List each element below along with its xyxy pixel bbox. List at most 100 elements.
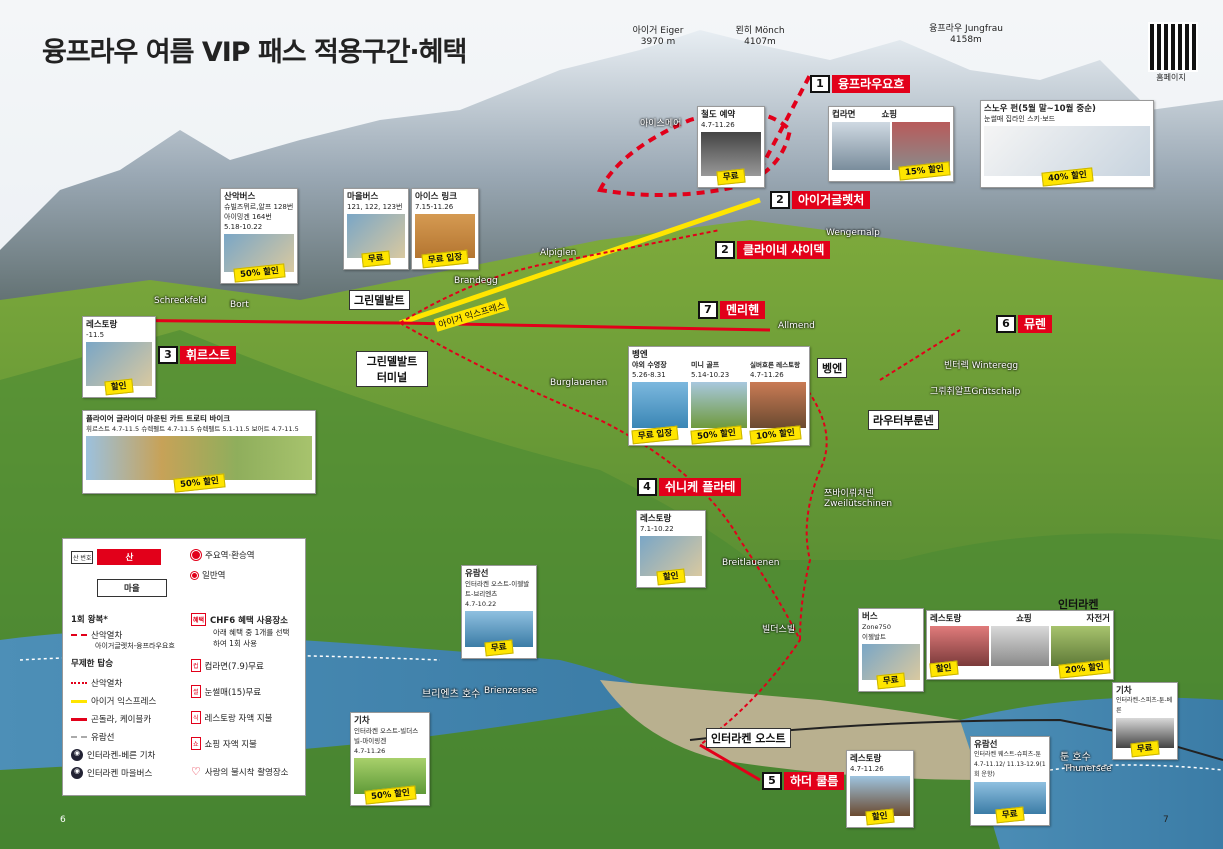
legend-chf6-sub: 아래 혜택 중 1개를 선택 하여 1회 사용: [213, 627, 289, 649]
legend-free-rail: 산악열차: [71, 677, 122, 689]
legend-text: 아이거글렛처-융프라우요흐: [95, 642, 175, 650]
legend-film-spot: ♡사랑의 불시착 촬영장소: [191, 765, 288, 778]
card-title: 마을버스: [347, 192, 379, 202]
legend-text: 컵라면(7.9)무료: [204, 661, 264, 672]
label-thun-lake: 툰 호수: [1060, 752, 1091, 763]
card-title-cupnoodle: 컵라면: [832, 110, 856, 120]
label-bort: Bort: [230, 300, 249, 310]
card-title-bike: 자전거: [1086, 614, 1110, 624]
discount-tag: 무료 입장: [421, 249, 469, 269]
label-lauterbrunnen[interactable]: 라우터부룬넨: [868, 410, 939, 430]
qr-code[interactable]: [1148, 22, 1198, 72]
legend-text: 인터라켄 마을버스: [87, 769, 153, 779]
legend-text: 1회 왕복*: [71, 615, 108, 625]
restaurant-icon: 식: [191, 711, 201, 724]
label-brienz-lake: 브리엔츠 호수: [422, 689, 481, 700]
red-line-icon: [71, 717, 87, 721]
stop-number: 3: [158, 346, 178, 364]
card-text: 슈빌즈뮈르,알프 128번 아이밍겐 164번 5.18-10.22: [224, 203, 294, 231]
legend-round-trip: 1회 왕복*: [71, 613, 108, 625]
card-photo: [984, 126, 1150, 176]
card-photo: [86, 436, 312, 480]
card-snow-fun[interactable]: 스노우 펀(5월 말~10월 중순)눈썰매 집라인 스키·보드 40% 할인: [980, 100, 1154, 188]
wengen-pool-date: 5.26-8.31: [632, 371, 666, 379]
page-number-right: 7: [1163, 815, 1169, 825]
stop-name: 쉬니케 플라테: [659, 478, 742, 496]
legend-text: 산악열차: [91, 631, 123, 641]
card-first-restaurant[interactable]: 레스토랑-11.5 할인: [82, 316, 156, 398]
legend-eiger-express: 아이거 익스프레스: [71, 695, 156, 707]
card-photo: [990, 626, 1050, 666]
discount-tag: 할인: [104, 378, 134, 396]
label-grindelwald[interactable]: 그린델발트: [349, 290, 410, 310]
label-interlaken-ost[interactable]: 인터라켄 오스트: [706, 728, 791, 748]
discount-tag: 무료: [361, 250, 391, 268]
card-text: 인터라켄 오스트-이젤발트-브리엔츠 4.7-10.22: [465, 580, 530, 608]
card-text: 121, 122, 123번: [347, 203, 403, 211]
card-title: 스노우 펀(5월 말~10월 중순): [984, 104, 1096, 114]
label-wengen[interactable]: 벵엔: [817, 358, 848, 378]
dotted-red-line-icon: [71, 682, 87, 684]
legend-bern-train: ◉인터라켄-베른 기차: [71, 749, 155, 761]
legend-boat: 유람선: [71, 731, 114, 743]
heart-icon: ♡: [191, 765, 201, 778]
wengen-silberhorn-title: 실버호른 레스토랑: [750, 361, 801, 369]
legend-unlimited: 무제한 탑승: [71, 657, 113, 669]
stop-number: 2: [770, 191, 790, 209]
discount-tag: 50% 할인: [172, 473, 226, 493]
card-photo: [1051, 626, 1111, 666]
label-burglauenen: Burglauenen: [550, 378, 608, 388]
label-wilderswil: 빌더스빌: [762, 625, 796, 635]
legend-text: 아이거 익스프레스: [91, 697, 157, 707]
legend-text: CHF6 혜택 사용장소: [210, 615, 288, 626]
train-icon: ◉: [71, 749, 83, 761]
wengen-silberhorn-date: 4.7-11.26: [750, 371, 784, 379]
label-zweilutschinen: 쯔바이뤼치넨 Zweilütschinen: [824, 489, 893, 509]
legend-text: 산악열차: [91, 679, 123, 689]
label-allmend: Allmend: [778, 321, 815, 331]
card-title-shop: 쇼핑: [1016, 614, 1032, 624]
label-grindelwald-terminal[interactable]: 그린델발트 터미널: [356, 351, 428, 387]
legend-village-bus: ◉인터라켄 마을버스: [71, 767, 152, 779]
peak-name: 묀히 Mönch: [735, 26, 785, 36]
card-title: 레스토랑: [86, 320, 118, 330]
legend-mtn-rail-sub: 아이거글렛처-융프라우요흐: [95, 641, 175, 651]
card-text: 인터라켄-스피츠-툰-베른: [1116, 697, 1173, 714]
page-number-left: 6: [60, 815, 66, 825]
card-title: 버스: [862, 612, 878, 622]
legend-mountain-small: 산 번호: [71, 550, 94, 564]
legend-village: 마을: [97, 579, 167, 597]
discount-tag: 무료: [876, 672, 906, 690]
